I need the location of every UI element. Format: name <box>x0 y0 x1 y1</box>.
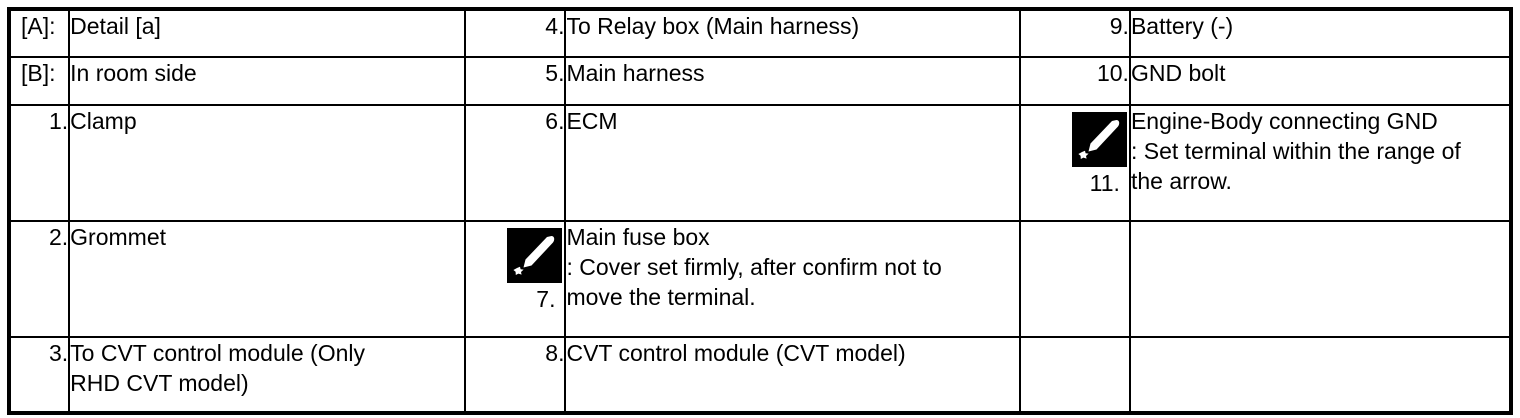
row-4-col2-number: 7. <box>464 220 567 338</box>
text-line: Detail [a] <box>70 13 161 39</box>
table-row: 3. To CVT control module (Only RHD CVT m… <box>7 336 1513 414</box>
table-row: 1. Clamp 6. ECM <box>7 104 1513 222</box>
row-4-col1-number: 2. <box>7 220 71 338</box>
black-arrow-range-icon <box>1071 112 1127 167</box>
row-5-col3-text <box>1128 336 1513 414</box>
row-2-col1-text: In room side <box>68 56 467 106</box>
row-5-col3-number <box>1018 336 1131 414</box>
row-4-col3-text <box>1128 220 1513 338</box>
text-line: : Set terminal within the range of <box>1130 138 1461 164</box>
row-3-col3-number: 11. <box>1018 104 1131 222</box>
text-line: To Relay box (Main harness) <box>566 13 860 39</box>
row-2-col1-number: [B]: <box>7 56 71 106</box>
text-line: Battery (-) <box>1130 13 1234 39</box>
text-line: CVT control module (CVT model) <box>566 340 906 366</box>
row-5-col2-text: CVT control module (CVT model) <box>564 336 1021 414</box>
row-2-col3-number: 10. <box>1018 56 1131 106</box>
row-5-col1-text: To CVT control module (Only RHD CVT mode… <box>68 336 467 414</box>
row-3-col1-text: Clamp <box>68 104 467 222</box>
text-line: Clamp <box>70 108 137 134</box>
row-4-col1-text: Grommet <box>68 220 467 338</box>
row-1-col3-number: 9. <box>1018 8 1131 58</box>
row-1-col3-text: Battery (-) <box>1128 8 1513 58</box>
row-4-col2-text: Main fuse box : Cover set firmly, after … <box>564 220 1021 338</box>
row-1-col2-number: 4. <box>464 8 567 58</box>
row-3-col3-text: Engine-Body connecting GND : Set termina… <box>1128 104 1513 222</box>
text-line: Main harness <box>566 60 705 86</box>
text-line: the arrow. <box>1130 168 1232 194</box>
text-line: ECM <box>566 108 618 134</box>
row-3-col3-number-label: 11. <box>1089 170 1120 196</box>
table-row: [A]: Detail [a] 4. To Relay box (Main ha… <box>7 8 1513 58</box>
row-2-col3-text: GND bolt <box>1128 56 1513 106</box>
row-3-col2-text: ECM <box>564 104 1021 222</box>
text-line: : Cover set firmly, after confirm not to <box>566 254 942 280</box>
row-1-col1-text: Detail [a] <box>68 8 467 58</box>
row-5-col1-number: 3. <box>7 336 71 414</box>
row-4-col2-number-label: 7. <box>536 286 556 312</box>
table-row: [B]: In room side 5. Main harness 10. GN… <box>7 56 1513 106</box>
text-line: To CVT control module (Only <box>70 340 366 366</box>
text-line: RHD CVT model) <box>70 370 249 396</box>
row-1-col1-number: [A]: <box>7 8 71 58</box>
text-line: In room side <box>70 60 197 86</box>
table-row: 2. Grommet 7. <box>7 220 1513 338</box>
text-line: GND bolt <box>1130 60 1226 86</box>
row-1-col2-text: To Relay box (Main harness) <box>564 8 1021 58</box>
text-line: move the terminal. <box>566 284 756 310</box>
row-4-col3-number <box>1018 220 1131 338</box>
icon-stack: 7. <box>466 228 564 313</box>
parts-legend-table: [A]: Detail [a] 4. To Relay box (Main ha… <box>7 7 1513 415</box>
row-3-col1-number: 1. <box>7 104 71 222</box>
text-line: Grommet <box>70 224 166 250</box>
icon-stack: 11. <box>1021 112 1129 197</box>
text-line: Main fuse box <box>566 224 710 250</box>
row-2-col2-text: Main harness <box>564 56 1021 106</box>
black-arrow-range-icon <box>507 228 563 283</box>
row-2-col2-number: 5. <box>464 56 567 106</box>
row-3-col2-number: 6. <box>464 104 567 222</box>
text-line: Engine-Body connecting GND <box>1130 108 1438 134</box>
row-5-col2-number: 8. <box>464 336 567 414</box>
